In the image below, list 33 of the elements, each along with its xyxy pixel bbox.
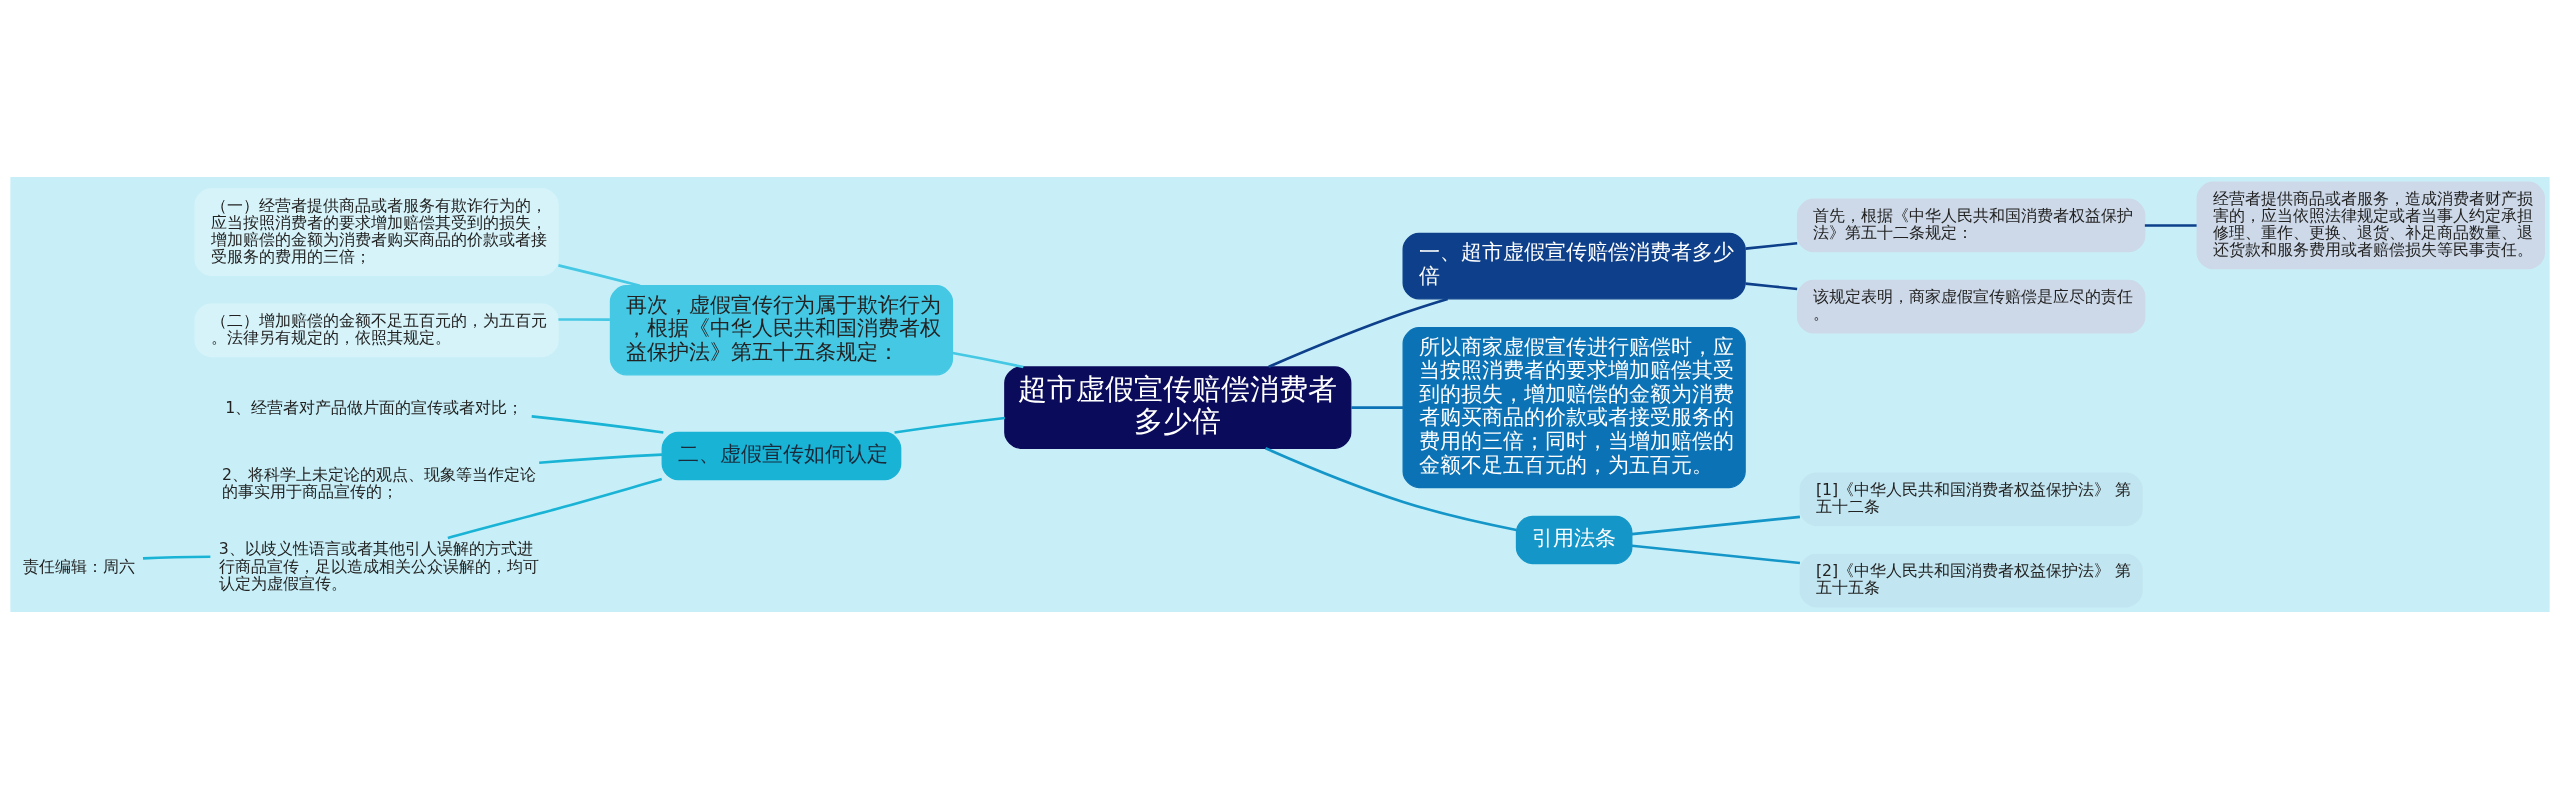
node-box: 所以商家虚假宣传进行赔偿时，应当按照消费者的要求增加赔偿其受到的损失，增加赔偿的金额为消费者购买商品的价款或者接受服务的费用的三倍；同时，当增加赔偿的金额不足五百元的，为五百元。 [1402, 327, 1746, 489]
connector [531, 415, 664, 434]
node-box: 再次，虚假宣传行为属于欺诈行为，根据《中华人民共和国消费者权益保护法》第五十五条规定： [609, 285, 954, 376]
node-box: 超市虚假宣传赔偿消费者多少倍 [1004, 366, 1352, 449]
connector [2144, 224, 2197, 227]
node-box: 经营者提供商品或者服务，造成消费者财产损害的，应当依照法律规定或者当事人约定承担修理、重作、更换、退货、补足商品数量、退还货款和服务费用或者赔偿损失等民事责任。 [2196, 181, 2546, 270]
node-box: 二、虚假宣传如何认定 [661, 431, 902, 481]
connector [558, 318, 610, 321]
node-box: 首先，根据《中华人民共和国消费者权益保护法》第五十二条规定： [1796, 198, 2146, 253]
node-text: 3、以歧义性语言或者其他引人误解的方式进行商品宣传，足以造成相关公众误解的，均可认定为虚假宣传。 [218, 539, 539, 593]
connector [1631, 544, 1801, 565]
node-box: [1]《中华人民共和国消费者权益保护法》 第五十二条 [1799, 472, 2143, 527]
connector [894, 416, 1005, 434]
node-box: [2]《中华人民共和国消费者权益保护法》 第五十五条 [1799, 553, 2143, 608]
connector [1351, 406, 1403, 409]
node-box: 一、超市虚假宣传赔偿消费者多少倍 [1402, 232, 1746, 300]
connector [447, 477, 663, 540]
connector [952, 351, 1024, 369]
connector [1745, 282, 1798, 291]
connector [142, 555, 211, 560]
node-text: 责任编辑：周六 [23, 556, 136, 576]
node-box: （二）增加赔偿的金额不足五百元的，为五百元。法律另有规定的，依照其规定。 [194, 303, 559, 358]
connector [558, 264, 641, 287]
node-text: 2、将科学上未定论的观点、现象等当作定论的事实用于商品宣传的； [221, 465, 536, 502]
connector [1745, 241, 1798, 250]
connector [1265, 447, 1517, 532]
node-box: 该规定表明，商家虚假宣传赔偿是应尽的责任。 [1796, 279, 2146, 334]
node-text: 1、经营者对产品做片面的宣传或者对比； [225, 397, 524, 417]
node-box: 引用法条 [1515, 515, 1633, 565]
node-box: （一）经营者提供商品或者服务有欺诈行为的，应当按照消费者的要求增加赔偿其受到的损失，增加赔偿的金额为消费者购买商品的价款或者接受服务的费用的三倍； [194, 188, 559, 276]
connector [1631, 515, 1801, 536]
connector [539, 453, 663, 465]
connector [1268, 297, 1449, 369]
